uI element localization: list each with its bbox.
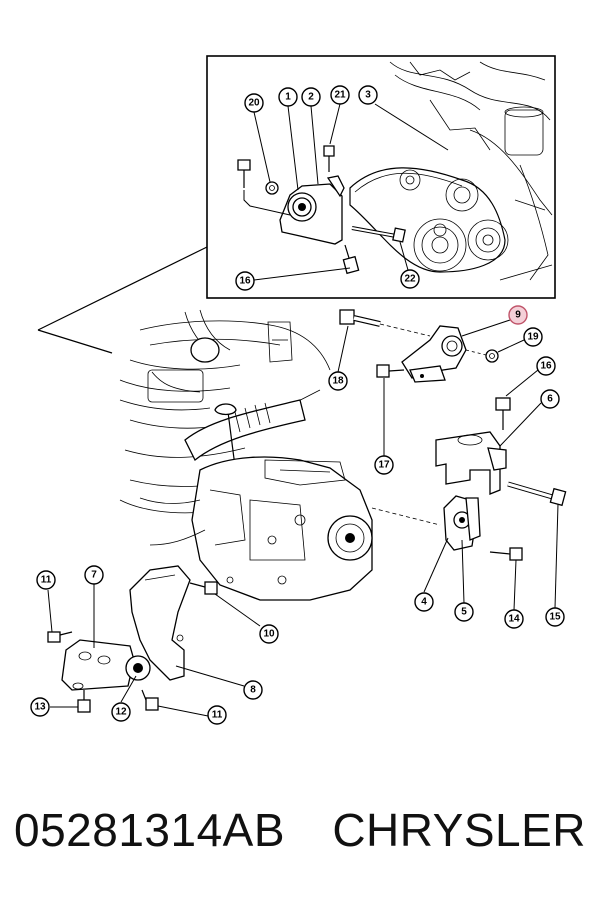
svg-text:2: 2: [308, 92, 314, 103]
svg-text:10: 10: [263, 629, 275, 640]
svg-text:19: 19: [527, 332, 539, 343]
svg-text:1: 1: [285, 92, 291, 103]
svg-text:7: 7: [91, 570, 97, 581]
svg-text:5: 5: [461, 607, 467, 618]
svg-text:12: 12: [115, 707, 127, 718]
callout-5: 5: [454, 602, 474, 622]
svg-text:13: 13: [34, 702, 46, 713]
callout-12: 12: [111, 702, 131, 722]
svg-text:8: 8: [250, 685, 256, 696]
engine-transaxle-sketch: [119, 309, 441, 601]
upper-mount-assembly: [339, 309, 499, 383]
callout-4: 4: [414, 592, 434, 612]
svg-text:17: 17: [378, 460, 390, 471]
part-number: 05281314AB: [14, 804, 286, 856]
svg-text:3: 3: [365, 90, 371, 101]
callout-22: 22: [400, 269, 420, 289]
callout-16: 16: [536, 356, 556, 376]
svg-text:15: 15: [549, 612, 561, 623]
callout-19: 19: [523, 327, 543, 347]
callout-10: 10: [259, 624, 279, 644]
callout-3: 3: [358, 85, 378, 105]
svg-text:16: 16: [540, 361, 552, 372]
left-mount-assembly: [47, 565, 218, 713]
callout-7: 7: [84, 565, 104, 585]
inset-mount-assembly: [237, 145, 406, 275]
svg-text:9: 9: [515, 310, 521, 321]
right-mount-assembly: [435, 397, 567, 561]
callout-8: 8: [243, 680, 263, 700]
callout-11-lower: 11: [207, 705, 227, 725]
caption-bar: 05281314AB CHRYSLER: [0, 790, 600, 870]
callout-17: 17: [374, 455, 394, 475]
svg-text:4: 4: [421, 597, 427, 608]
callout-11-upper: 11: [36, 570, 56, 590]
svg-text:20: 20: [248, 98, 260, 109]
inset-detail: [37, 55, 556, 354]
svg-text:14: 14: [508, 614, 520, 625]
callout-6: 6: [540, 389, 560, 409]
svg-text:18: 18: [332, 376, 344, 387]
callout-13: 13: [30, 697, 50, 717]
svg-text:16: 16: [239, 276, 251, 287]
callout-21: 21: [330, 85, 350, 105]
inset-engine-sketch: [349, 61, 553, 281]
callout-9: 9: [508, 305, 528, 325]
callout-15: 15: [545, 607, 565, 627]
svg-text:22: 22: [404, 274, 416, 285]
callout-1: 1: [278, 87, 298, 107]
callout-20: 20: [244, 93, 264, 113]
callout-2: 2: [301, 87, 321, 107]
callout-18: 18: [328, 371, 348, 391]
svg-text:11: 11: [212, 710, 223, 721]
callout-16-inset: 16: [235, 271, 255, 291]
engine-mount-exploded-diagram: 20 1 2 21 3 16 22 9 19 18 16 6 17 4 5 14…: [30, 55, 567, 725]
svg-text:6: 6: [547, 394, 553, 405]
callout-14: 14: [504, 609, 524, 629]
svg-text:11: 11: [41, 575, 52, 586]
brand-name: CHRYSLER: [332, 804, 586, 856]
svg-text:21: 21: [334, 90, 346, 101]
